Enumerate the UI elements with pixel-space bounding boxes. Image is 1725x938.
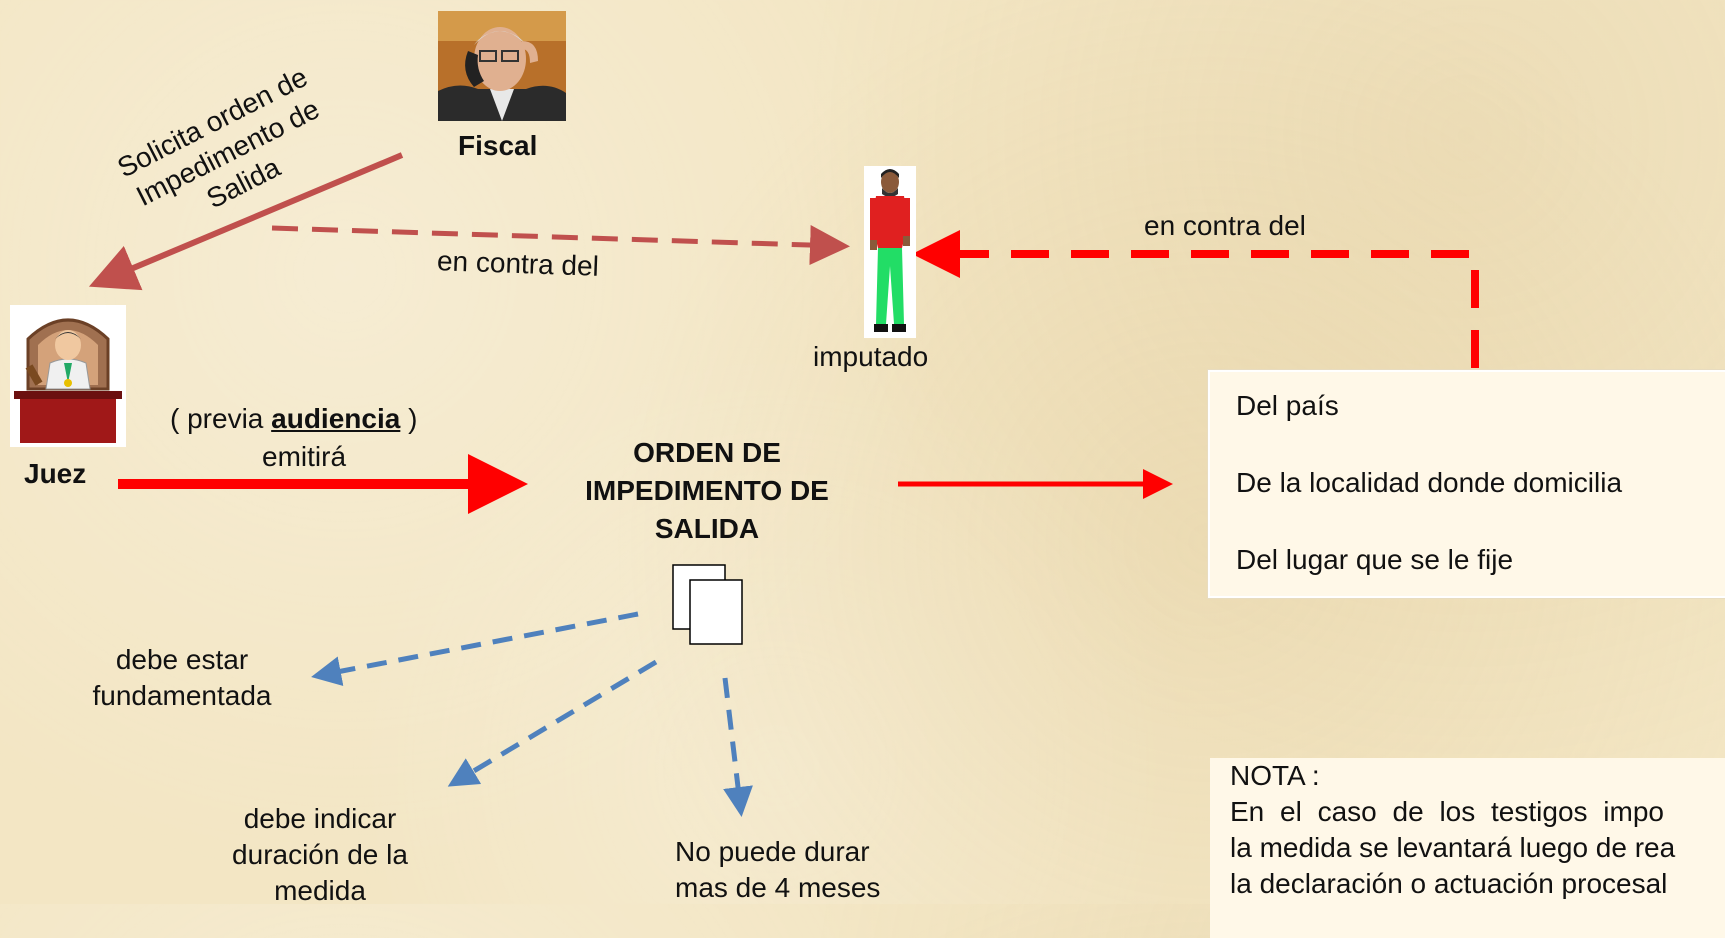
previa-label: ( previa audiencia ) <box>170 401 417 437</box>
imputado-label: imputado <box>813 341 929 372</box>
duracion-arrow <box>447 659 658 787</box>
previa-after: ) <box>400 403 418 434</box>
fundamentada-arrow <box>311 611 639 687</box>
panel-item-lugar: Del lugar que se le fije <box>1236 544 1514 575</box>
nota-line1: En el caso de los testigos impo <box>1230 796 1664 827</box>
orden-line1: ORDEN DE <box>633 437 781 468</box>
orden-line3: SALIDA <box>654 513 760 544</box>
fundamentada-text: debe estar fundamentada <box>72 642 292 714</box>
imputado-figure <box>864 166 916 338</box>
duracion-line2: duración de la <box>232 839 408 870</box>
nota-box: NOTA : En el caso de los testigos impo l… <box>1210 758 1725 938</box>
scope-panel: Del país De la localidad donde domicilia… <box>1208 370 1725 598</box>
meses-text: No puede durar mas de 4 meses <box>675 834 880 906</box>
orden-title: ORDEN DE IMPEDIMENTO DE SALIDA <box>547 434 867 548</box>
en-contra-left-label: en contra del <box>436 245 600 282</box>
document-icon <box>672 564 744 646</box>
duracion-line1: debe indicar <box>243 803 397 834</box>
juez-picture <box>10 305 126 447</box>
panel-item-pais: Del país <box>1236 390 1339 421</box>
en-contra-right-arrow <box>912 230 1479 368</box>
en-contra-right-label: en contra del <box>1144 210 1306 241</box>
duracion-line3: medida <box>274 875 366 906</box>
emitira-label: emitirá <box>262 441 347 472</box>
panel-item-localidad: De la localidad donde domicilia <box>1236 467 1623 498</box>
duracion-text: debe indicar duración de la medida <box>200 801 440 909</box>
solicita-arrow <box>88 152 404 291</box>
meses-arrow <box>722 677 753 817</box>
previa-before: ( previa <box>170 403 272 434</box>
orden-line2: IMPEDIMENTO DE <box>585 475 829 506</box>
nota-title: NOTA : <box>1230 760 1320 791</box>
fiscal-picture <box>438 11 566 121</box>
meses-line2: mas de 4 meses <box>675 872 881 903</box>
meses-line1: No puede durar <box>675 836 870 867</box>
fundamentada-line1: debe estar <box>115 644 249 675</box>
diagram-arrows <box>88 152 1479 817</box>
fiscal-label: Fiscal <box>458 130 538 161</box>
juez-label: Juez <box>24 458 87 489</box>
audiencia-word: audiencia <box>271 403 401 434</box>
en-contra-left-arrow <box>271 225 850 266</box>
nota-line3: la declaración o actuación procesal <box>1230 868 1668 899</box>
fundamentada-line2: fundamentada <box>92 680 272 711</box>
nota-line2: la medida se levantará luego de rea <box>1230 832 1676 863</box>
